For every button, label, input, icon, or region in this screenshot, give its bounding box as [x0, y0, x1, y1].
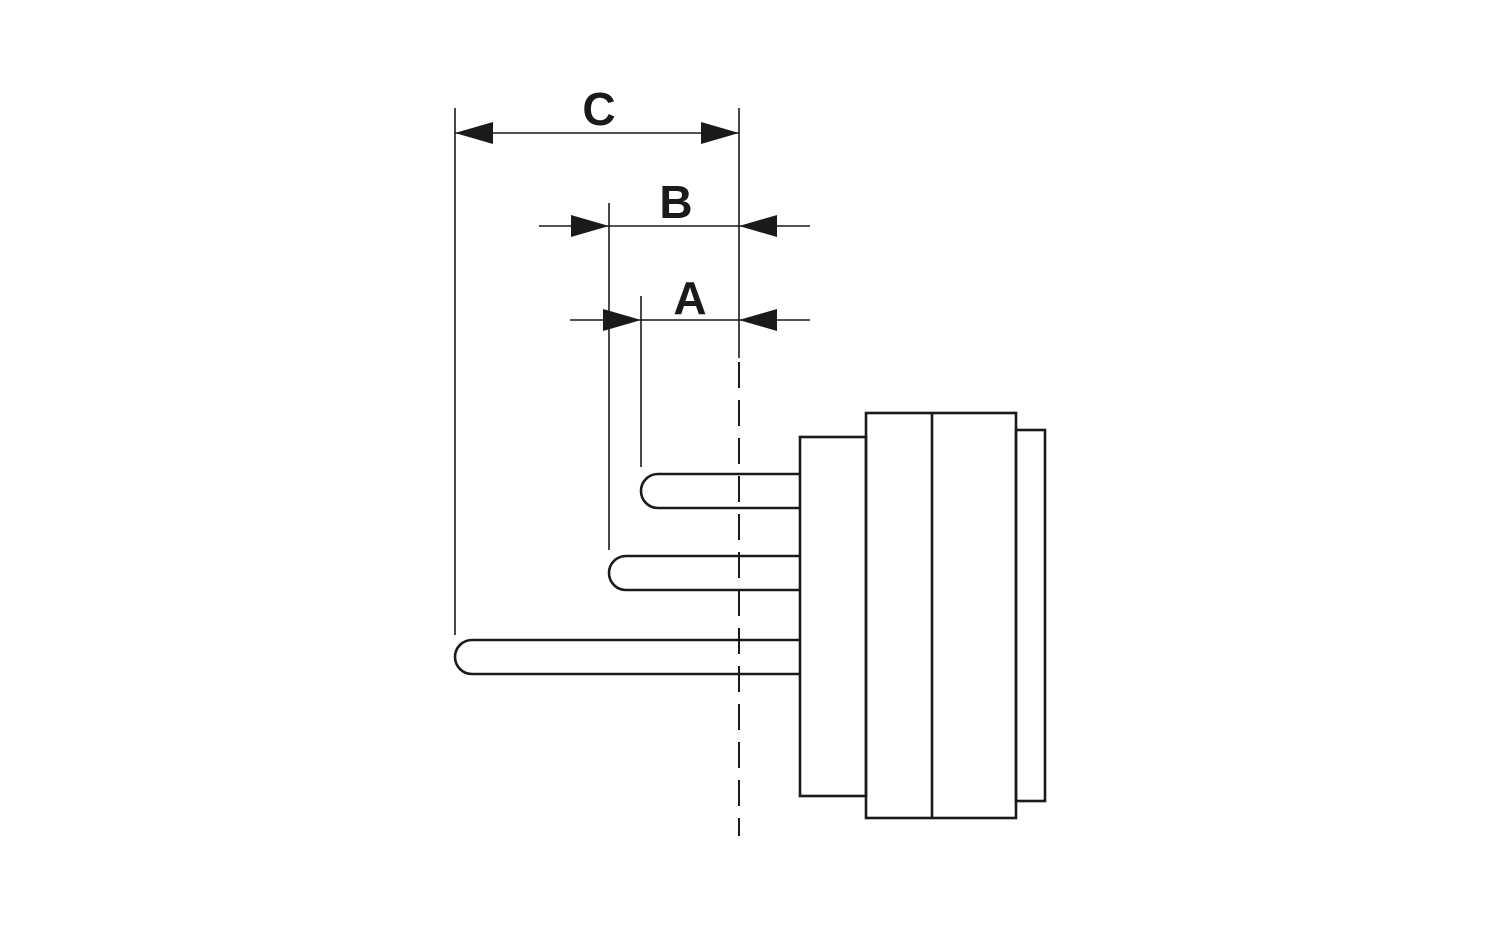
- connector-body: [798, 411, 1047, 820]
- connector-housing: [864, 411, 1018, 820]
- connector-base: [798, 435, 868, 798]
- connector-rear-cap: [1014, 428, 1047, 803]
- dimension-b-label: B: [659, 176, 692, 228]
- pin-long: [453, 638, 800, 676]
- dimension-c-label: C: [582, 83, 615, 135]
- pin-medium: [607, 554, 800, 592]
- pin-short: [639, 472, 800, 510]
- dimension-c: C: [455, 83, 739, 144]
- dimension-b: B: [539, 176, 810, 237]
- dimension-a: A: [570, 272, 810, 331]
- dimension-a-label: A: [673, 272, 706, 324]
